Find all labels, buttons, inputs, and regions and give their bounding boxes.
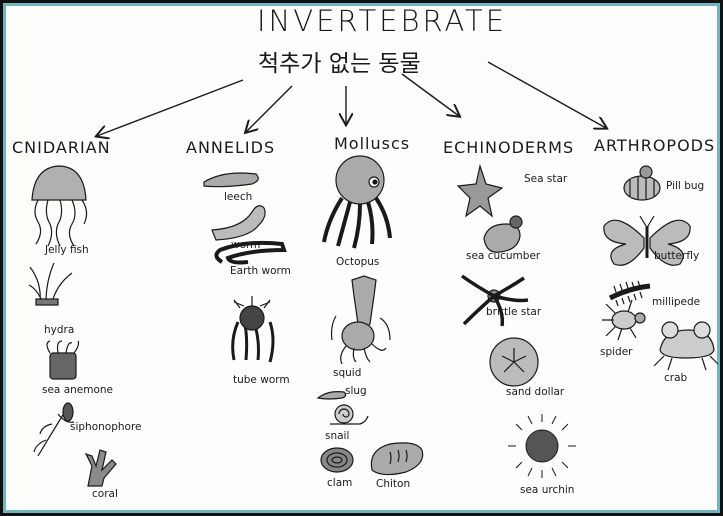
butterfly-drawing: [603, 215, 691, 266]
spider-drawing: [602, 299, 646, 341]
label-chiton: Chiton: [376, 478, 411, 490]
squid-drawing: [330, 275, 391, 365]
coral-drawing: [84, 449, 117, 487]
category-annelids: ANNELIDS: [186, 138, 276, 157]
label-jelly-fish: Jelly fish: [45, 244, 89, 256]
label-brittle-star: brittle star: [486, 306, 542, 318]
category-cnidarian: CNIDARIAN: [12, 138, 111, 157]
label-hydra: hydra: [44, 324, 75, 336]
chiton-drawing: [370, 442, 424, 476]
label-tube-worm: tube worm: [233, 374, 290, 386]
label-butterfly: butterfly: [654, 250, 700, 262]
label-snail: snail: [325, 430, 350, 442]
siphonophore-drawing: [33, 402, 75, 457]
arrow-to-echinoderms: [401, 73, 459, 116]
label-sea-star: Sea star: [524, 173, 568, 185]
label-pill-bug: Pill bug: [666, 180, 705, 192]
jellyfish-drawing: [31, 165, 88, 247]
label-worm: worm: [231, 239, 261, 251]
sand-dollar-drawing: [489, 337, 539, 387]
label-millipede: millipede: [652, 296, 701, 308]
millipede-drawing: [608, 280, 651, 307]
category-molluscs: Molluscs: [334, 134, 411, 153]
slug-drawing: [316, 391, 347, 400]
label-sea-urchin: sea urchin: [520, 484, 575, 496]
arrow-to-annelids: [246, 85, 293, 132]
crab-drawing: [653, 321, 719, 371]
snail-drawing: [330, 404, 369, 425]
category-echinoderms: ECHINODERMS: [443, 138, 575, 157]
label-siphonophore: siphonophore: [70, 421, 142, 433]
sea-urchin-drawing: [508, 414, 576, 478]
label-sand-dollar: sand dollar: [506, 386, 565, 398]
sea-star-drawing: [456, 163, 504, 218]
diagram-subtitle: 척추가 없는 동물: [258, 51, 421, 77]
hydra-drawing: [28, 262, 73, 306]
worm-drawing: [211, 205, 266, 241]
tube-worm-drawing: [231, 296, 275, 363]
leech-drawing: [203, 172, 259, 188]
arrow-to-arthropods: [487, 61, 606, 128]
label-coral: coral: [92, 488, 118, 500]
drawing-paper: [6, 6, 717, 510]
pill-bug-drawing: [623, 165, 661, 201]
clam-drawing: [320, 447, 354, 473]
label-spider: spider: [600, 346, 633, 358]
label-sea-anemone: sea anemone: [42, 384, 114, 396]
earth-worm-drawing: [214, 240, 287, 265]
brittle-star-drawing: [460, 274, 529, 327]
label-leech: leech: [224, 191, 253, 203]
label-crab: crab: [664, 372, 688, 384]
sea-cucumber-drawing: [483, 215, 523, 253]
arrow-to-cnidarian: [97, 79, 244, 136]
label-clam: clam: [327, 477, 353, 489]
label-sea-cucumber: sea cucumber: [466, 250, 541, 262]
category-arthropods: ARTHROPODS: [594, 136, 716, 155]
sea-anemone-drawing: [46, 340, 80, 380]
label-squid: squid: [333, 367, 362, 379]
label-octopus: Octopus: [336, 256, 380, 268]
label-earth-worm: Earth worm: [230, 265, 291, 277]
diagram-title: INVERTEBRATE: [257, 4, 508, 38]
octopus-drawing: [322, 155, 392, 249]
label-slug: slug: [345, 385, 367, 397]
